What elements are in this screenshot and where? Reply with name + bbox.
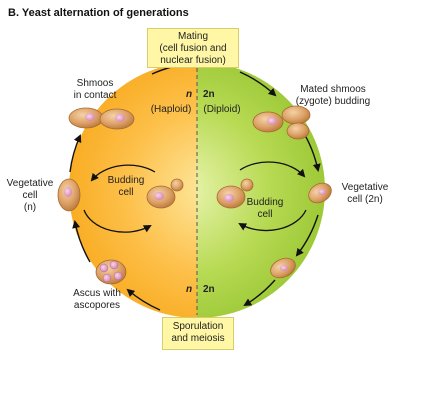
arrow-haploid-budding-bottom [83,209,152,233]
ploidy-n-top: n [186,89,193,100]
budding-cell-diploid-label: Budding cell [246,197,284,220]
vegetative-diploid-label: Vegetative cell (2n) [341,182,389,205]
ascus-cell [95,259,127,285]
mated-shmoos-zygote-cells [252,105,311,140]
arrow-diploid-to-sporulation [243,279,276,307]
ploidy-2n-bottom: 2n [203,284,215,295]
vegetative-diploid-cell [308,182,332,204]
mated-shmoos-label: Mated shmoos (zygote) budding [295,84,371,107]
sporulation-box: Sporulation and meiosis [162,317,234,350]
ploidy-n-bottom: n [186,284,193,295]
haploid-label: (Haploid) [150,104,192,115]
arrow-diploid-budding-top [239,161,306,178]
budding-cell-haploid-label: Budding cell [107,175,145,198]
diploid-label: (Diploid) [203,104,241,115]
figure-title: B. Yeast alternation of generations [8,7,189,19]
budding-haploid-cell [146,178,184,209]
arrow-haploid-budding-top [90,164,156,182]
mating-box: Mating (cell fusion and nuclear fusion) [147,28,239,68]
arrow-vegetative-to-shmoo [69,134,82,173]
budding-diploid-cell [216,178,254,209]
vegetative-haploid-label: Vegetative cell (n) [6,178,54,213]
arrow-sporulation-to-ascus [126,288,161,311]
arrow-vegetative-to-diploid [295,214,319,257]
arrow-mating-to-zygote [239,71,277,97]
ascus-label: Ascus with ascopores [73,288,121,311]
shmoos-in-contact-cells [68,107,135,130]
vegetative-haploid-cell [57,178,81,212]
ploidy-2n-top: 2n [203,89,215,100]
shmoos-in-contact-label: Shmoos in contact [73,78,117,101]
haploid-region [69,62,197,318]
diploid-cell-lower [270,257,296,279]
arrow-ascus-to-vegetative [72,220,91,263]
arrow-diploid-budding-bottom [238,209,307,232]
